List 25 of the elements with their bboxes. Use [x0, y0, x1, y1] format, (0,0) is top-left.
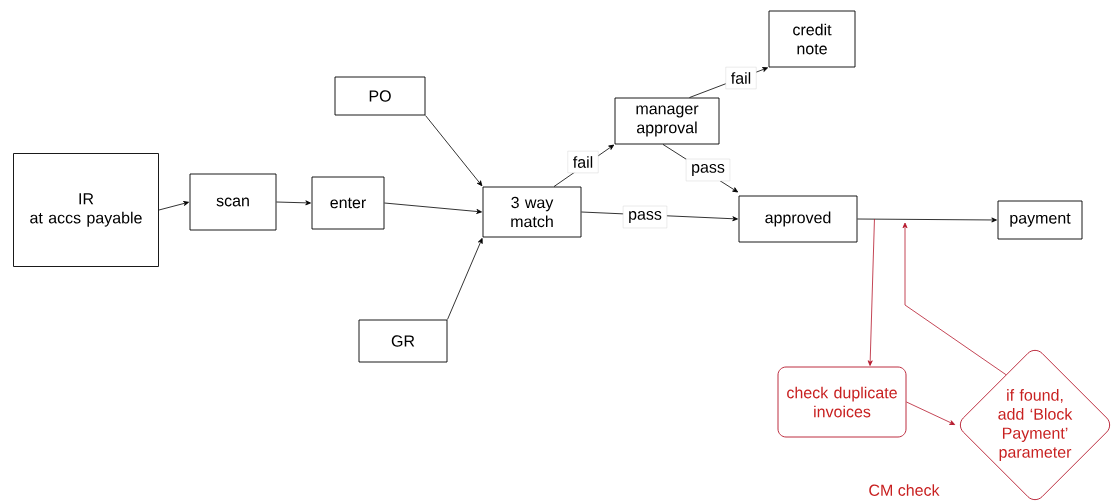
process-box: IR at accs payable	[13, 153, 159, 267]
process-box: payment	[997, 200, 1083, 240]
group-label: CM check	[869, 484, 940, 496]
arrow	[276, 200, 311, 206]
process-box: manager approval	[614, 97, 720, 145]
process-box: scan	[189, 173, 277, 231]
edge-label: pass	[685, 158, 731, 182]
arrow	[867, 218, 875, 366]
process-box: credit note	[768, 10, 856, 68]
arrow	[158, 201, 189, 211]
arrow	[906, 401, 956, 425]
process-box: enter	[311, 176, 385, 230]
arrow	[384, 202, 482, 214]
process-box: PO	[334, 76, 426, 116]
process-box: approved	[738, 195, 858, 243]
arrow	[902, 222, 1007, 376]
edge-label: fail	[725, 66, 757, 90]
edge-label: pass	[622, 205, 668, 229]
arrow	[425, 115, 483, 187]
process-box: check duplicate invoices	[777, 366, 907, 438]
process-box: 3 way match	[482, 186, 582, 238]
arrow	[447, 238, 483, 320]
process-box: GR	[358, 319, 448, 363]
edge-label: fail	[567, 150, 599, 174]
arrow	[857, 217, 997, 223]
